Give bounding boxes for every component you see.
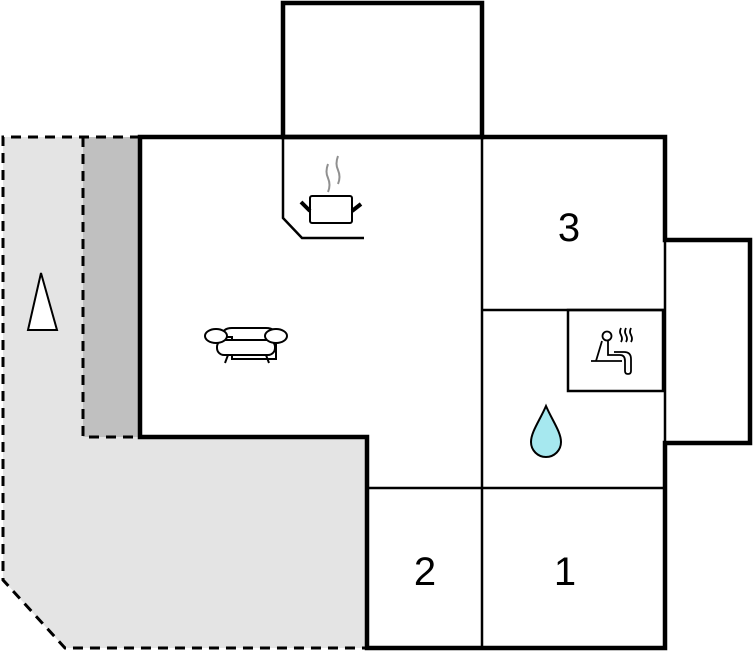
room-label-2: 2: [414, 550, 436, 594]
room-label-3: 3: [558, 206, 580, 250]
sofa-icon: [204, 327, 288, 364]
covered-terrace-area: [83, 137, 140, 437]
north-arrow-icon: [26, 272, 59, 331]
cooking-pot-icon: [299, 155, 363, 224]
water-drop-icon: [529, 403, 563, 458]
terrace-dashed-outline: [1, 135, 367, 650]
exterior-walls: [137, 0, 753, 651]
kitchen-counter: [281, 137, 364, 240]
room-label-1: 1: [554, 550, 576, 594]
sauna-icon: [591, 327, 633, 375]
interior-walls: [281, 137, 667, 648]
